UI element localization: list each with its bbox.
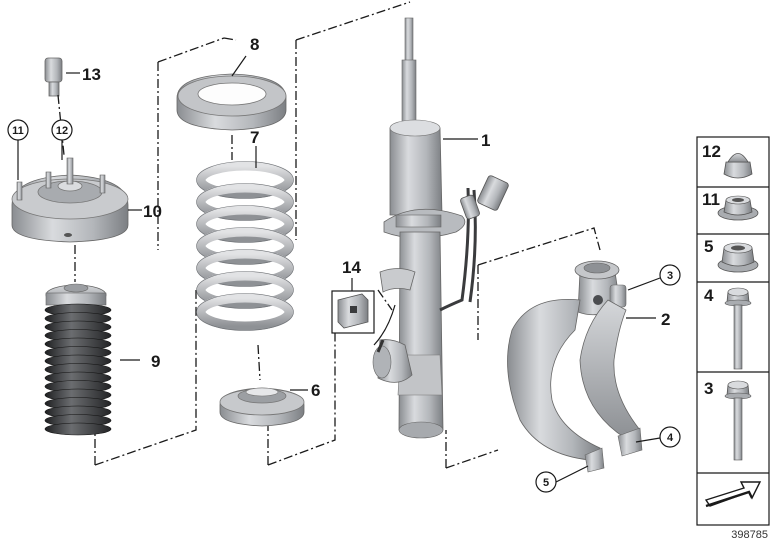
callout-12: 12 xyxy=(51,119,73,141)
label-13: 13 xyxy=(82,65,101,84)
svg-text:12: 12 xyxy=(56,125,68,137)
label-10: 10 xyxy=(143,202,162,221)
spring-coil xyxy=(196,183,294,221)
long-bolt-icon xyxy=(724,287,752,370)
label-8: 8 xyxy=(250,35,259,54)
lower-seat-part-6 xyxy=(219,387,308,427)
spring-coil xyxy=(196,205,294,243)
legend-number-5: 5 xyxy=(704,237,713,256)
spring-coil-outline xyxy=(196,271,294,309)
flange-nut-icon xyxy=(717,195,759,221)
direction-arrow-icon xyxy=(704,481,762,508)
shock-absorber-part-1 xyxy=(372,17,509,439)
boot-rib xyxy=(44,422,112,436)
cap-nut-icon xyxy=(723,153,753,179)
spring-coil-outline xyxy=(196,183,294,221)
spring-coil-outline xyxy=(196,249,294,287)
label-2: 2 xyxy=(661,310,670,329)
label-7: 7 xyxy=(250,128,259,147)
label-6: 6 xyxy=(311,381,320,400)
axis-line-7-6 xyxy=(257,344,261,381)
leader-4 xyxy=(635,437,661,443)
svg-text:5: 5 xyxy=(543,477,549,489)
assembly-frame-arm xyxy=(445,227,601,469)
short-bolt-icon xyxy=(724,380,752,461)
spring-coil-outline xyxy=(196,293,294,331)
legend-number-4: 4 xyxy=(704,286,714,305)
axis-line-14 xyxy=(377,289,393,311)
spring-coil-outline xyxy=(196,205,294,243)
diagram-number: 398785 xyxy=(731,529,768,541)
assembly-frame-strut xyxy=(267,1,411,466)
callout-3: 3 xyxy=(659,264,681,286)
label-9: 9 xyxy=(151,352,160,371)
spring-coil xyxy=(196,271,294,309)
leader-5 xyxy=(555,465,589,483)
dust-boot-part-9 xyxy=(44,283,140,436)
legend-number-12: 12 xyxy=(702,142,721,161)
hex-nut-icon xyxy=(717,242,759,273)
boot-ribs xyxy=(44,303,112,436)
fastener-legend: 12 11 5 4 3 xyxy=(696,136,770,526)
label-1: 1 xyxy=(481,131,490,150)
spring-coil xyxy=(196,227,294,265)
stud-bolt-part-13 xyxy=(44,57,80,97)
clip-part-14 xyxy=(331,278,375,334)
legend-number-11: 11 xyxy=(702,190,720,209)
svg-text:11: 11 xyxy=(12,125,24,137)
svg-text:3: 3 xyxy=(667,270,673,282)
coil-spring-part-7 xyxy=(196,146,294,331)
spring-seat-part-8 xyxy=(176,55,287,131)
leader-3 xyxy=(627,277,661,291)
spring-coil xyxy=(196,249,294,287)
callout-5: 5 xyxy=(535,471,557,493)
label-14: 14 xyxy=(342,258,361,277)
spring-coil xyxy=(196,161,294,199)
swivel-bearing-part-2 xyxy=(507,260,656,473)
callout-11: 11 xyxy=(7,119,29,141)
spring-coil xyxy=(196,293,294,331)
legend-number-3: 3 xyxy=(704,379,713,398)
spring-coil-outline xyxy=(196,227,294,265)
spring-coil-outline xyxy=(196,161,294,199)
callout-4: 4 xyxy=(659,426,681,448)
top-mount-part-10 xyxy=(11,157,142,243)
svg-text:4: 4 xyxy=(667,432,674,444)
